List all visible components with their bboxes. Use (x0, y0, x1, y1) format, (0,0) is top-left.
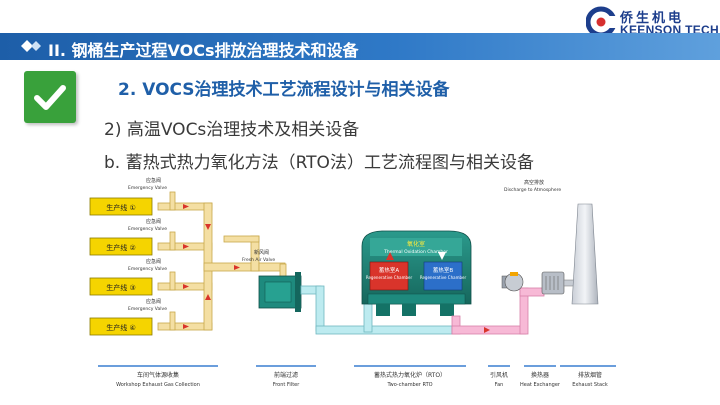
caption-stack-en: Exhaust Stack (572, 382, 608, 388)
oxidation-chamber-label: 氧化室 (407, 240, 425, 248)
svg-text:应急阀: 应急阀 (146, 258, 161, 265)
checkmark-icon (24, 71, 76, 123)
caption-heat-exchanger: 换热器 (531, 371, 549, 379)
flow-arrow (484, 327, 490, 333)
section-title-bar: II. 钢桶生产过程VOCs排放治理技术和设备 (0, 33, 720, 60)
discharge-label-en: Discharge to Atmosphere (504, 187, 561, 193)
section-title: II. 钢桶生产过程VOCs排放治理技术和设备 (48, 41, 359, 60)
oxidation-chamber-label-en: Thermal Oxidation Chamber (383, 249, 448, 255)
caption-stack: 排放烟管 (578, 371, 602, 379)
exhaust-stack (571, 203, 599, 305)
content-line-3: b. 蓄热式热力氧化方法（RTO法）工艺流程图与相关设备 (104, 153, 534, 173)
caption-collection-en: Workshop Exhaust Gas Collection (116, 382, 200, 388)
caption-heat-exchanger-en: Heat Exchanger (520, 382, 561, 388)
svg-text:应急阀: 应急阀 (146, 177, 161, 184)
svg-text:Emergency Valve: Emergency Valve (128, 306, 167, 312)
production-line-label: 生产线 ① (106, 203, 136, 212)
emergency-valve-pipes (169, 191, 176, 331)
svg-text:Emergency Valve: Emergency Valve (128, 185, 167, 191)
svg-text:Regenerative Chamber: Regenerative Chamber (420, 275, 467, 280)
diamond-bullet-icon (21, 40, 41, 52)
svg-text:蓄热室B: 蓄热室B (433, 266, 454, 274)
collection-pipes (157, 202, 260, 331)
subsection-title: 2. VOCS治理技术工艺流程设计与相关设备 (118, 80, 450, 100)
regenerator-a (369, 261, 409, 291)
svg-text:Emergency Valve: Emergency Valve (128, 226, 167, 232)
production-line-2 (89, 237, 153, 256)
caption-rto: 蓄热式热力氧化炉（RTO） (374, 371, 446, 379)
production-line-4 (89, 317, 153, 336)
svg-text:蓄热室A: 蓄热室A (379, 266, 400, 274)
induced-draft-fan (501, 272, 524, 292)
emergency-valve-labels: 应急阀 Emergency Valve 应急阀 Emergency Valve … (128, 177, 167, 312)
rto-unit: 氧化室 Thermal Oxidation Chamber 蓄热室A Regen… (361, 230, 472, 316)
svg-text:Emergency Valve: Emergency Valve (128, 266, 167, 272)
content-line-2: 2) 高温VOCs治理技术及相关设备 (104, 120, 360, 140)
flow-arrows (183, 204, 240, 329)
production-lines: 生产线 ① 生产线 ② 生产线 ③ 生产线 ④ (89, 197, 153, 336)
production-line-label: 生产线 ② (106, 243, 136, 252)
caption-filter-en: Front Filter (273, 382, 301, 388)
production-line-label: 生产线 ④ (106, 323, 136, 332)
regenerator-b (423, 261, 463, 291)
stage-captions: 车间气体源收集 Workshop Exhaust Gas Collection … (116, 371, 608, 388)
production-line-3 (89, 277, 153, 296)
svg-text:应急阀: 应急阀 (146, 298, 161, 305)
caption-filter: 前端过滤 (274, 371, 298, 379)
caption-fan-en: Fan (495, 382, 504, 388)
logo-chinese-text: 侨生机电 (620, 11, 685, 26)
heat-exchanger (541, 271, 565, 295)
rto-process-flow-diagram: 生产线 ① 生产线 ② 生产线 ③ 生产线 ④ 应急阀 Emergency Va… (89, 177, 616, 388)
production-line-label: 生产线 ③ (106, 283, 136, 292)
front-filter (258, 272, 302, 312)
fresh-air-valve-label: 新风阀 (254, 249, 269, 256)
svg-text:Regenerative Chamber: Regenerative Chamber (366, 275, 413, 280)
fresh-air-valve-label-en: Fresh Air Valve (242, 257, 275, 263)
caption-rto-en: Two-chamber RTO (386, 382, 432, 388)
discharge-label: 高空排放 (524, 179, 544, 186)
caption-fan: 引风机 (490, 371, 508, 379)
production-line-1 (89, 197, 153, 216)
caption-collection: 车间气体源收集 (137, 371, 179, 379)
svg-text:应急阀: 应急阀 (146, 218, 161, 225)
